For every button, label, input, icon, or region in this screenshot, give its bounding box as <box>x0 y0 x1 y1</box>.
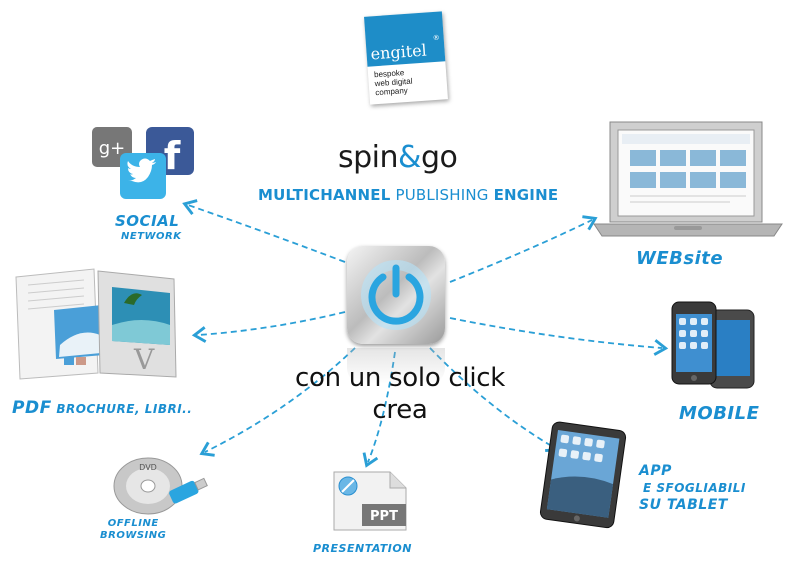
twitter-icon <box>120 153 166 199</box>
power-button[interactable] <box>347 246 445 344</box>
main-caption: con un solo click crea <box>270 362 530 426</box>
power-icon <box>361 260 431 330</box>
product-name-amp: & <box>398 140 421 175</box>
social-network-icons: g+ f <box>92 127 194 199</box>
logo-tagline: bespoke web digital company <box>374 68 414 98</box>
pdf-label-rest: BROCHURE, LIBRI.. <box>51 402 193 416</box>
svg-text:DVD: DVD <box>139 463 157 472</box>
social-network-label: SOCIAL NETWORK <box>115 213 182 245</box>
mobile-label: MOBILE <box>679 403 760 424</box>
svg-text:V: V <box>133 343 155 376</box>
smartphones-icon <box>671 301 755 389</box>
product-name-part2: go <box>420 140 458 175</box>
logo-tagline-3: company <box>375 85 409 98</box>
main-caption-line1: con un solo click <box>294 363 505 393</box>
power-button-reflection <box>347 348 445 384</box>
connector-pdf <box>191 311 346 343</box>
social-label-line1: SOCIAL <box>115 212 180 230</box>
website-label: WEBsite <box>636 248 724 269</box>
connector-presentation <box>362 351 396 468</box>
offline-label-line2: BROWSING <box>100 530 167 541</box>
connector-social <box>182 199 346 263</box>
app-label-line2: E SFOGLIABILI <box>643 481 746 495</box>
pdf-label-lead: PDF <box>12 398 52 418</box>
pdf-brochure-icon: V <box>15 268 177 380</box>
connector-mobile <box>449 317 669 356</box>
app-tablet-label: APP E SFOGLIABILI SU TABLET <box>639 463 746 514</box>
product-subtitle: MULTICHANNEL PUBLISHING ENGINE <box>258 186 558 204</box>
connector-app <box>429 347 561 453</box>
svg-text:g+: g+ <box>99 138 126 159</box>
tablet-icon <box>539 421 627 529</box>
subtitle-bold-2: ENGINE <box>493 186 559 204</box>
social-label-line2: NETWORK <box>121 231 182 242</box>
pdf-brochure-label: PDF BROCHURE, LIBRI.. <box>12 398 192 418</box>
presentation-label: PRESENTATION <box>313 542 412 555</box>
dvd-usb-icon: DVD <box>113 457 208 515</box>
svg-text:f: f <box>164 134 181 178</box>
connector-website <box>449 215 598 283</box>
ppt-file-icon: PPT <box>333 471 407 531</box>
engitel-logo: engitel ® bespoke web digital company <box>364 11 448 105</box>
offline-label-line1: OFFLINE <box>107 518 159 529</box>
svg-text:PPT: PPT <box>370 509 398 524</box>
product-name: spin&go <box>338 140 458 175</box>
subtitle-bold-1: MULTICHANNEL <box>258 186 391 204</box>
product-name-part1: spin <box>338 140 399 175</box>
main-caption-line2: crea <box>372 395 428 425</box>
app-label-line3: SU TABLET <box>639 497 728 513</box>
connector-offline <box>199 347 356 457</box>
offline-browsing-label: OFFLINE BROWSING <box>100 518 166 542</box>
logo-brand: engitel <box>369 40 428 64</box>
laptop-icon <box>593 121 783 237</box>
subtitle-mid: PUBLISHING <box>390 186 494 204</box>
logo-registered-mark: ® <box>432 33 440 43</box>
app-label-line1: APP <box>639 463 672 479</box>
